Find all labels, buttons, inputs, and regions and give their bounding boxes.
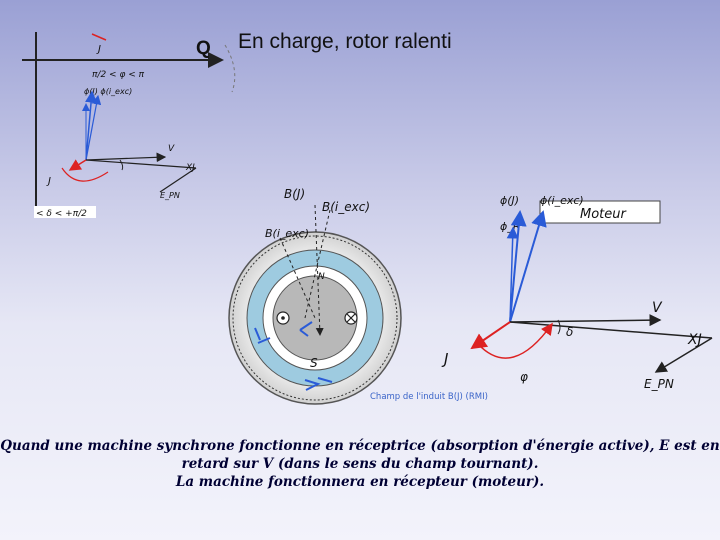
phi-r-vector xyxy=(506,226,519,323)
small-v-label: V xyxy=(168,144,175,154)
small-j-top-label: J xyxy=(96,44,101,55)
field-caption: Champ de l'induit B(J) (RMI) xyxy=(370,392,488,402)
caption-line-1: Quand une machine synchrone fonctionne e… xyxy=(0,438,720,454)
caption-line-3: La machine fonctionnera en récepteur (mo… xyxy=(175,474,545,490)
field-axis-bj xyxy=(314,204,324,336)
phi-angle-label: φ xyxy=(520,370,528,384)
v-label: V xyxy=(652,300,663,316)
xj-vector xyxy=(654,337,713,373)
j-vector xyxy=(470,321,511,350)
phi-j-label: ϕ(J) xyxy=(500,194,519,207)
rotor-rotation-arrow xyxy=(299,321,313,337)
small-xj-label: XJ xyxy=(185,163,195,173)
phi-iexc-label: ϕ(i_exc) xyxy=(540,194,584,207)
xj-label: XJ xyxy=(687,332,702,348)
j-label: J xyxy=(441,350,448,368)
pole-s: S xyxy=(310,356,318,370)
e-pn-line xyxy=(509,321,713,339)
pole-n: N xyxy=(318,272,325,282)
delta-box xyxy=(34,206,96,218)
slide-title: En charge, rotor ralenti xyxy=(238,30,452,53)
e-pn-label: E_PN xyxy=(644,377,674,391)
delta-box-label: < δ < +π/2 xyxy=(36,209,87,219)
phi-iexc-vector xyxy=(509,210,547,323)
b-iexc-label: B(i_exc) xyxy=(322,200,370,214)
small-flux-vector xyxy=(85,90,98,161)
q-label: Q xyxy=(196,38,211,59)
small-flux-vector-2 xyxy=(85,94,102,161)
small-j-vector xyxy=(68,159,87,171)
small-phi-range-label: π/2 < φ < π xyxy=(92,70,145,80)
small-v-vector xyxy=(85,152,167,163)
small-phi-arc xyxy=(61,167,109,182)
phi-angle-arc xyxy=(477,322,553,359)
b-j-label: B(J) xyxy=(284,187,305,201)
caption: Quand une machine synchrone fonctionne e… xyxy=(0,437,720,491)
motor-box-label: Moteur xyxy=(580,207,628,222)
delta-label: δ xyxy=(566,325,573,339)
machine-cross-section: N S B(J) B(i_exc) B(i_exc) Champ de l'in… xyxy=(228,187,488,405)
delta-arc xyxy=(557,319,561,335)
v-vector xyxy=(509,314,662,327)
small-e-line xyxy=(85,159,197,169)
b-iexc-left-label: B(i_exc) xyxy=(265,227,309,240)
small-phasor-diagram: J π/2 < φ < π ϕ(J) ϕ(i_exc) V XJ E_PN J … xyxy=(22,32,236,219)
main-phasor-diagram: Moteur ϕ(J) ϕ(i_exc) ϕ_R V XJ E_PN J φ δ xyxy=(441,194,713,391)
small-flux-label: ϕ(J) ϕ(i_exc) xyxy=(84,87,132,96)
caption-line-2: retard sur V (dans le sens du champ tour… xyxy=(181,456,539,472)
small-e-label: E_PN xyxy=(160,191,180,200)
small-j-left-label: J xyxy=(46,176,51,187)
